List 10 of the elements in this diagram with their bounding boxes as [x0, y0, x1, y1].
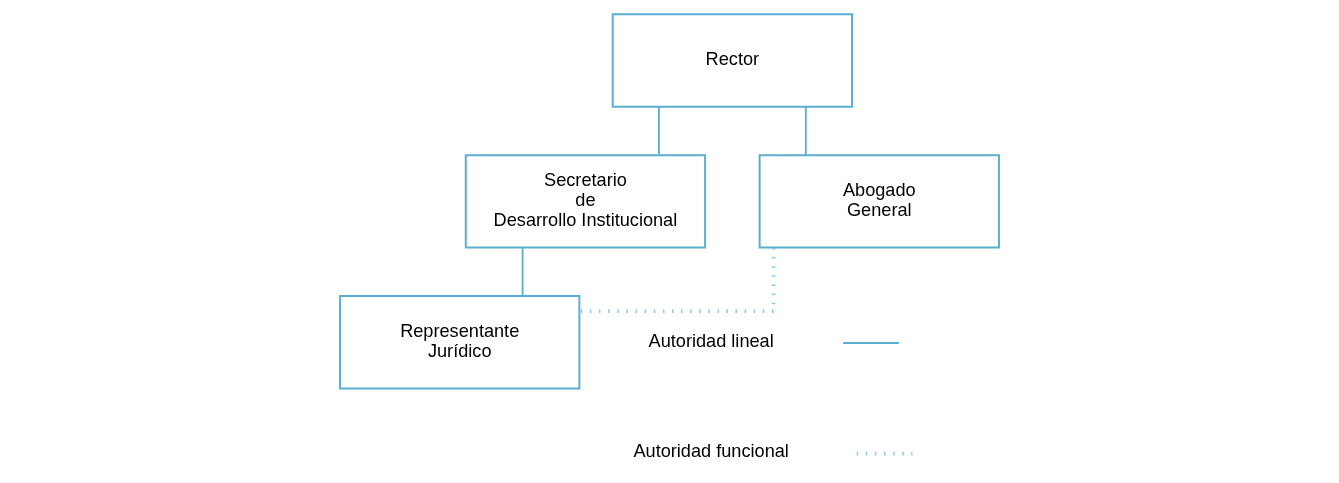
legend-label: Autoridad lineal — [648, 330, 774, 351]
node-box: Representante Jurídico — [339, 295, 581, 390]
connector — [658, 106, 660, 156]
connector — [804, 106, 807, 156]
node-box: Abogado General — [758, 154, 1000, 249]
legend-label: Autoridad funcional — [633, 441, 789, 462]
connector — [579, 247, 776, 314]
node-box: Secretario de Desarrollo Institucional — [464, 154, 707, 249]
node-box: Rector — [611, 13, 853, 108]
connector — [521, 246, 524, 297]
